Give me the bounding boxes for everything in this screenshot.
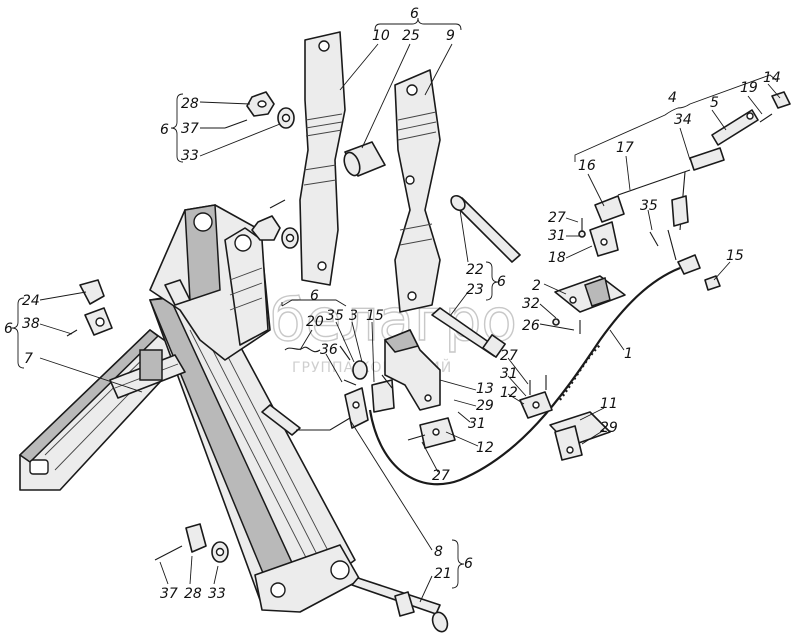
callout-25: 25: [402, 28, 420, 44]
spacer-tube-25: [343, 141, 386, 177]
callout-31-a: 31: [548, 228, 566, 244]
callout-9: 9: [446, 28, 455, 44]
callout-3: 3: [349, 308, 358, 324]
callout-6-nut: 6: [160, 122, 169, 138]
callout-26: 26: [522, 318, 540, 334]
pin-23: [431, 307, 506, 358]
callout-35-r: 35: [640, 198, 658, 214]
callout-37-bot: 37: [160, 586, 178, 602]
callout-35-m: 35: [326, 308, 344, 324]
callout-21: 21: [434, 566, 452, 582]
main-frame: [18, 204, 361, 613]
callout-31-m: 31: [468, 416, 486, 432]
bracket-2: [554, 275, 626, 313]
callout-15-m: 15: [366, 308, 384, 324]
pin-21: [351, 577, 449, 633]
leader-lines: [11, 17, 781, 603]
callout-6-top: 6: [410, 6, 419, 22]
plate-12a: [419, 417, 456, 449]
control-cable: [368, 254, 701, 486]
callout-29-m: 29: [476, 398, 494, 414]
callout-1: 1: [624, 346, 633, 362]
callout-13: 13: [476, 381, 494, 397]
callout-28-top: 28: [181, 96, 199, 112]
callout-22: 22: [466, 262, 484, 278]
callout-27-a: 27: [548, 210, 566, 226]
callout-15-r: 15: [726, 248, 744, 264]
small-fasteners: [66, 218, 721, 563]
callout-38: 38: [22, 316, 40, 332]
callout-37-top: 37: [181, 121, 199, 137]
callout-27-m: 27: [500, 348, 518, 364]
callout-19: 19: [740, 80, 758, 96]
callout-28-bot: 28: [184, 586, 202, 602]
callout-36: 36: [320, 342, 338, 358]
callout-12-b: 12: [476, 440, 494, 456]
bracket-11: [549, 411, 611, 461]
callout-20: 20: [306, 314, 324, 330]
callout-27-b: 27: [432, 468, 450, 484]
callout-17: 17: [616, 140, 634, 156]
callout-6-bot: 6: [464, 556, 473, 572]
callout-6-left: 6: [4, 321, 13, 337]
pin-22: [450, 194, 521, 263]
callout-32: 32: [522, 296, 540, 312]
bracket-12b: [519, 391, 553, 419]
callout-23: 23: [466, 282, 484, 298]
callout-24: 24: [22, 293, 40, 309]
callout-10: 10: [372, 28, 390, 44]
callout-6-mid: 6: [310, 288, 319, 304]
callout-33-top: 33: [181, 148, 199, 164]
callout-29-r: 29: [600, 420, 618, 436]
callout-4: 4: [668, 90, 677, 106]
callout-7: 7: [24, 351, 33, 367]
callout-2: 2: [532, 278, 541, 294]
nut-set-top: [224, 91, 295, 129]
callout-8: 8: [434, 544, 443, 560]
callout-6-pin: 6: [497, 274, 506, 290]
plate-9: [394, 69, 441, 313]
callout-33-bot: 33: [208, 586, 226, 602]
linkage-assembly: [589, 91, 791, 261]
callout-11: 11: [600, 396, 618, 412]
callout-numbers: 6 10 25 9 28 37 33 6 4 5 19 14 34 16 17 …: [4, 6, 781, 602]
plate-10: [299, 31, 346, 286]
callout-31-b: 31: [500, 366, 518, 382]
callout-34: 34: [674, 112, 692, 128]
callout-18: 18: [548, 250, 566, 266]
bracket-13: [383, 329, 441, 411]
nut-set-frame: [251, 199, 299, 249]
callout-12-a: 12: [500, 385, 518, 401]
callout-5: 5: [710, 95, 719, 111]
callout-14: 14: [763, 70, 781, 86]
callout-16: 16: [578, 158, 596, 174]
lever-assembly: [261, 346, 395, 436]
